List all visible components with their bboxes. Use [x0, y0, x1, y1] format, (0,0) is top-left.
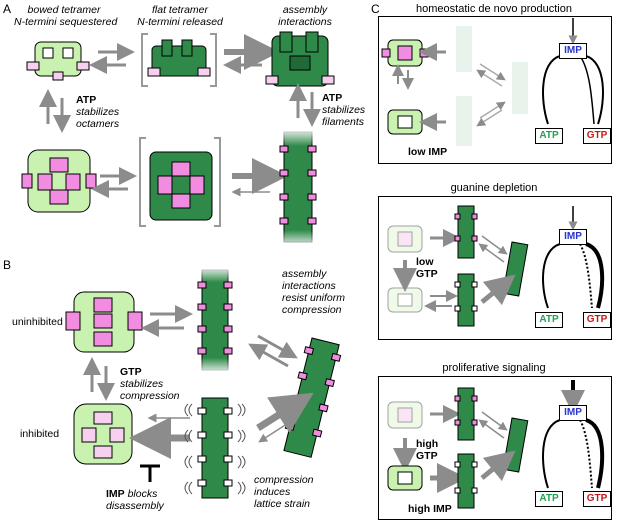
- assembly-resist-label: assembly interactions resist uniform com…: [282, 268, 345, 316]
- uninhibited-octamer: [65, 291, 143, 353]
- c3-diagram: [387, 380, 605, 509]
- panel-a-letter: A: [3, 2, 12, 16]
- atp-left-line2: octamers: [76, 118, 120, 130]
- imp-blocks-label: IMP blocks disassembly: [106, 488, 164, 512]
- c2-atp-node: ATP: [535, 312, 563, 328]
- imp-blocks-word: blocks: [127, 488, 158, 500]
- bowed-label-line1: bowed tetramer: [27, 4, 101, 16]
- c1-box: [378, 16, 612, 164]
- c3-imp-node: IMP: [559, 405, 587, 421]
- c2-box: [378, 196, 612, 340]
- c3-box: [378, 376, 612, 520]
- c2-gtp-node: GTP: [583, 312, 611, 328]
- assembly-resist-line2: interactions: [282, 280, 336, 292]
- flat-tetramer-label: flat tetramer N-termini released: [130, 4, 230, 28]
- c2-note-line2: GTP: [416, 268, 438, 280]
- comp-line2: induces: [254, 486, 291, 498]
- c3-note-imp: high IMP: [408, 503, 452, 515]
- gtp-title: GTP: [120, 366, 142, 378]
- assembly-label-line1: assembly: [282, 4, 328, 16]
- c3-note-gtp: high GTP: [416, 438, 438, 462]
- atp-right-line1: stabilizes: [322, 104, 366, 116]
- c3-title: proliferative signaling: [442, 362, 546, 374]
- assembly-resist-line4: compression: [282, 304, 342, 316]
- assembly-label-line2: interactions: [278, 16, 332, 28]
- bowed-label-line2: N-termini sequestered: [14, 16, 118, 28]
- filament-b-inhibited: [184, 397, 246, 499]
- filament-a: [276, 128, 320, 248]
- assembly-resist-line3: resist uniform: [282, 292, 346, 304]
- c1-title: homeostatic de novo production: [416, 3, 572, 15]
- c2-title: guanine depletion: [450, 182, 538, 194]
- disassembly-word: disassembly: [106, 500, 164, 512]
- panel-b-letter: B: [3, 258, 12, 272]
- c2-note-line1: low: [416, 256, 434, 268]
- c2-diagram: [387, 205, 605, 327]
- c1-atp-node: ATP: [535, 128, 563, 144]
- filament-b-tilted: [283, 337, 342, 458]
- c3-note-line1: high: [416, 438, 439, 450]
- filament-b-uninhibited: [194, 266, 236, 374]
- atp-octamer-label: ATP stabilizes octamers: [76, 94, 119, 130]
- c1-diagram: [381, 18, 604, 146]
- c3-atp-node: ATP: [535, 491, 563, 507]
- assembly-resist-line1: assembly: [282, 268, 327, 280]
- assembly-interactions-label: assembly interactions: [265, 4, 345, 28]
- c3-note-line2: GTP: [416, 450, 438, 462]
- compression-strain-label: compression induces lattice strain: [254, 474, 314, 510]
- atp-filament-label: ATP stabilizes filaments: [322, 92, 365, 128]
- c1-gtp-node: GTP: [583, 128, 611, 144]
- bowed-tetramer-label: bowed tetramer N-termini sequestered: [14, 4, 118, 28]
- flat-label-line2: N-termini released: [137, 16, 223, 28]
- flat-tetramer-top: [147, 39, 211, 77]
- panel-c-letter: C: [371, 2, 380, 16]
- comp-line3: lattice strain: [254, 498, 311, 510]
- c3-gtp-node: GTP: [583, 491, 611, 507]
- atp-left-title: ATP: [76, 94, 97, 106]
- atp-right-line2: filaments: [322, 116, 365, 128]
- bowed-tetramer-top: [26, 41, 90, 81]
- assembly-octamer: [265, 31, 335, 87]
- inhibited-label: inhibited: [20, 428, 60, 440]
- gtp-line2: compression: [120, 390, 180, 402]
- gtp-line1: stabilizes: [120, 378, 164, 390]
- gtp-label: GTP stabilizes compression: [120, 366, 180, 402]
- flat-octamer: [149, 151, 213, 221]
- c1-note: low IMP: [408, 146, 448, 158]
- c2-note: low GTP: [416, 256, 438, 280]
- imp-title: IMP: [106, 488, 125, 500]
- comp-line1: compression: [254, 474, 314, 486]
- bowed-octamer: [21, 149, 97, 213]
- uninhibited-label: uninhibited: [12, 316, 63, 328]
- atp-right-title: ATP: [322, 92, 343, 104]
- inhibited-octamer: [73, 403, 133, 465]
- atp-left-line1: stabilizes: [76, 106, 120, 118]
- c2-imp-node: IMP: [559, 229, 587, 245]
- c1-imp-node: IMP: [559, 43, 587, 59]
- flat-label-line1: flat tetramer: [151, 4, 209, 16]
